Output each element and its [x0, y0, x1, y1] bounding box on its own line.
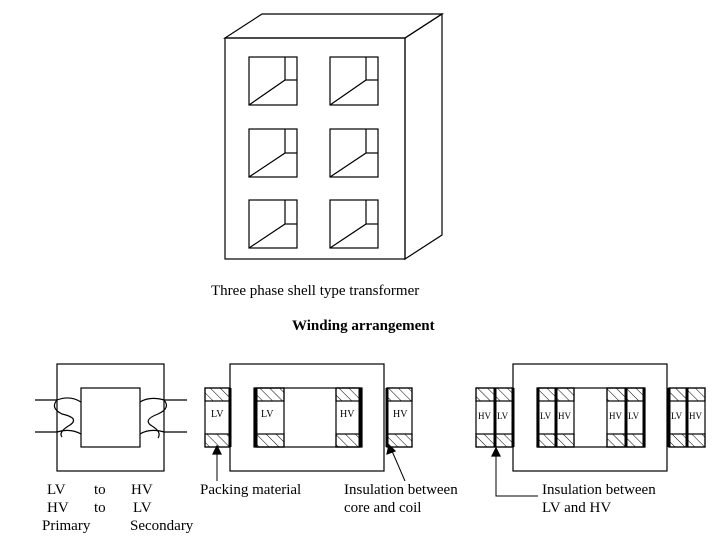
insulation-core-coil-line2: core and coil [344, 500, 422, 516]
coil-hatch [335, 433, 361, 448]
fig2-hv-outer-label: HV [393, 409, 408, 420]
fig1-row2-lv: LV [133, 500, 152, 516]
coil-hatch [204, 433, 231, 448]
coil-hatch [386, 387, 413, 402]
fig3-hv-label: HV [609, 411, 622, 421]
core-window [329, 128, 379, 178]
fig3-lv-label: LV [628, 411, 640, 421]
fig1-row2-hv: HV [47, 500, 69, 516]
core-window-inner [80, 387, 141, 448]
left-winding-coil [53, 399, 75, 438]
shell-core-schematic [35, 363, 187, 472]
shell-transformer-3d [222, 12, 445, 261]
core-window-inner [253, 387, 363, 448]
insulation-pointer-line [391, 450, 406, 482]
insulation-lv-hv-line1: Insulation between [542, 482, 656, 498]
core-window [248, 128, 298, 178]
concentric-winding-schematic [204, 363, 413, 482]
coil-hatch [255, 387, 285, 402]
packing-pointer-arrow [212, 444, 222, 455]
insulation-pointer-arrow [386, 443, 397, 455]
left-winding-lead [35, 397, 82, 403]
right-winding-lead [139, 397, 187, 403]
fig1-secondary-label: Secondary [130, 518, 194, 534]
fig1-row1-to: to [94, 482, 106, 498]
core-outer [56, 363, 165, 472]
coil-hatch [255, 433, 285, 448]
core-window [248, 56, 298, 106]
fig3-lv-label: LV [497, 411, 509, 421]
fig3-hv-label: HV [689, 411, 702, 421]
transformer-side-face [404, 12, 443, 261]
transformer-front-face [224, 37, 406, 260]
right-winding-coil [147, 399, 168, 439]
fig3-hv-label: HV [478, 411, 491, 421]
coil-hatch [335, 387, 361, 402]
packing-material-label: Packing material [200, 482, 302, 498]
coil-hatch [204, 387, 231, 402]
core-window [329, 199, 379, 249]
insulation-lvhv-pointer-line [495, 453, 538, 497]
right-winding-lead [139, 429, 187, 435]
insulation-lv-hv-line2: LV and HV [542, 500, 612, 516]
fig3-lv-label: LV [540, 411, 552, 421]
fig3-lv-label: LV [671, 411, 683, 421]
fig3-hv-label: HV [558, 411, 571, 421]
fig2-hv-inner-label: HV [340, 409, 355, 420]
fig2-lv-outer-label: LV [211, 409, 224, 420]
fig1-row1-lv: LV [47, 482, 66, 498]
shell-transformer-caption: Three phase shell type transformer [211, 283, 420, 299]
core-window [329, 56, 379, 106]
coil-hatch [386, 433, 413, 448]
fig1-row1-hv: HV [131, 482, 153, 498]
insulation-core-coil-line1: Insulation between [344, 482, 458, 498]
sandwich-winding-schematic [475, 363, 706, 497]
left-winding-lead [35, 429, 82, 435]
fig1-primary-label: Primary [42, 518, 91, 534]
fig1-row2-to: to [94, 500, 106, 516]
winding-arrangement-heading: Winding arrangement [292, 318, 435, 334]
fig2-lv-inner-label: LV [261, 409, 274, 420]
insulation-lvhv-pointer-arrow [491, 446, 501, 457]
core-window [248, 199, 298, 249]
